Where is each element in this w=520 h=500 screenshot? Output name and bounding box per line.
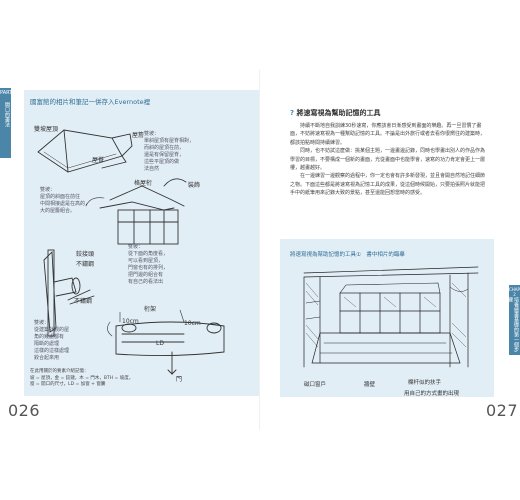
- label-lock2: 不鏽鋼: [74, 298, 93, 305]
- note-3: 雙坡： 從下面的角度看， 可以看到屋頂， 門窗也有的排列， 把門邊的組合有 有自…: [128, 244, 169, 285]
- note-2: 雙坡： 屋頂的斜面在前往 中間相接處是在高的， 大的屋簷組合。: [40, 187, 91, 214]
- page-number-left: 026: [8, 401, 41, 420]
- label-wall: 牆壁: [364, 382, 376, 388]
- label-lock: 不鏽鋼: [76, 261, 95, 268]
- label-hinge: 鉸接頭: [76, 251, 95, 258]
- sketch-panel: [24, 90, 260, 396]
- page-number-right: 027: [486, 401, 519, 420]
- paragraph: 在一邊練習一邊觀察的過程中，你一定也會有許多新發現，並且會開自然地記住細節之物。…: [290, 173, 486, 197]
- paragraph: 持續不斷地自我訓練30秒速寫，你應該會日漸感受到畫面的樂趣。再一旦習慣了畫面，不…: [290, 123, 486, 146]
- part-tab: PART1 開口的畫法: [0, 88, 16, 158]
- paragraph: 同時，也不妨試這麼做：挑某個主題，一邊畫邊記錄，同時也學畫出別人的作品作為學習的…: [290, 148, 486, 172]
- label-eave: 屋簷: [132, 132, 145, 139]
- note-4: 雙坡： 從建築外觀的屋 角的幾處都有 隔斷的處理 這樣的這樣處理 鉸合起來用: [34, 320, 70, 361]
- left-page: PART1 開口的畫法 國富館的相片和筆記一併存入Evernote裡: [0, 88, 260, 420]
- panel-caption-right: 將速寫視為幫助記憶的工具① 書中相片的臨摹: [290, 252, 405, 258]
- part-label: PART1: [0, 90, 16, 96]
- label-stairs: 欄杆似的扶手: [408, 380, 442, 386]
- heading-text: 將速寫視為幫助記憶的工具: [296, 109, 381, 117]
- label-ridge: 屋脊: [92, 157, 105, 164]
- sketch-panel-right: [280, 239, 494, 397]
- architecture-sketches: [37, 129, 225, 376]
- label-roof: 雙坡屋頂: [34, 126, 59, 133]
- body-text: 持續不斷地自我訓練30秒速寫，你應該會日漸感受到畫面的樂趣。再一旦習慣了畫面，不…: [290, 122, 486, 198]
- label-arrow: 門: [176, 376, 183, 383]
- chapter-title: 培養繪畫基礎的第一個步驟: [507, 297, 519, 352]
- label-note: 用自己的方式畫的出現: [404, 391, 460, 397]
- label-measure-a: 桁架: [144, 306, 157, 313]
- label-decor: 裝飾: [188, 182, 201, 189]
- chapter-tab: CHAPTER 2 培養繪畫基礎的第一個步驟: [507, 285, 520, 355]
- note-1: 雙坡： 單斜屋頂有屋脊相對， 而斜的屋頂在前， 還是有保留屋脊， 這些平屋頂的做…: [144, 131, 195, 172]
- chapter-label: CHAPTER 2: [509, 287, 520, 297]
- label-measure-c: 10cm: [122, 318, 139, 325]
- label-measure-b: 10cm: [184, 320, 201, 327]
- label-blind: LD: [156, 340, 164, 347]
- heading-marker: ?: [290, 109, 295, 117]
- part-title: 開口的畫法: [4, 102, 10, 127]
- legend-note: 在此用關於的要素介紹記憶： 坡 = 屋頂，金 = 鉸鏈，木 = 門木，BTH =…: [30, 369, 134, 387]
- panel-caption: 國富館的相片和筆記一併存入Evernote裡: [30, 98, 151, 106]
- interior-sketch: [303, 266, 479, 368]
- right-page: ? 將速寫視為幫助記憶的工具 持續不斷地自我訓練30秒速寫，你應該會日漸感受到畫…: [260, 0, 520, 500]
- label-beams: 格屋桁: [134, 180, 153, 187]
- section-heading: ? 將速寫視為幫助記憶的工具: [290, 108, 381, 118]
- label-window: 磁口窗戶: [304, 382, 327, 388]
